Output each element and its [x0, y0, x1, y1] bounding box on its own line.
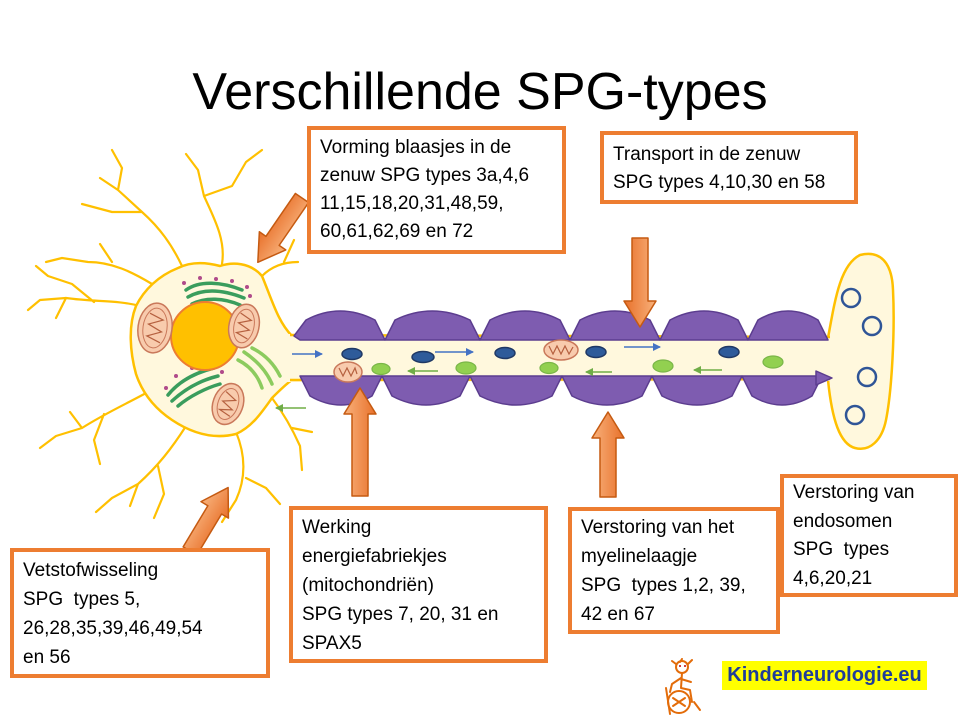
- callout-line: endosomen: [793, 510, 893, 532]
- endosome: [861, 315, 883, 337]
- dendrite: [80, 148, 184, 268]
- anterograde-arrows: [292, 343, 661, 358]
- mitochondrion: [333, 361, 363, 383]
- callout-line: SPG types 4,10,30 en 58: [613, 172, 826, 193]
- myelin-segment: [659, 310, 749, 341]
- endosome: [856, 366, 878, 388]
- blue-vesicle: [585, 345, 607, 359]
- dendrite: [44, 242, 154, 286]
- callout-line: Verstoring van: [793, 482, 915, 503]
- callout-axonal-transport: Transport in de zenuw SPG types 4,10,30 …: [600, 131, 858, 204]
- dendrite: [38, 390, 150, 466]
- callout-line: (mitochondriën): [302, 575, 434, 596]
- myelin-segment: [469, 375, 563, 406]
- pointer-arrow-transport: [623, 237, 657, 328]
- axon-terminal: [826, 252, 895, 451]
- mitochondrion: [137, 302, 173, 354]
- dendrite: [260, 238, 300, 278]
- myelin-segment: [651, 375, 743, 406]
- pointer-arrow-vesicle-formation: [257, 192, 310, 264]
- myelin-tip: [815, 370, 833, 386]
- callout-line: SPG types 7, 20, 31 en: [302, 604, 499, 625]
- callout-line: zenuw SPG types 3a,4,6: [320, 165, 530, 186]
- callout-vesicle-formation: Vorming blaasjes in de zenuw SPG types 3…: [307, 126, 566, 254]
- callout-line: Transport in de zenuw: [613, 144, 801, 165]
- myelin-segment: [381, 375, 471, 406]
- callout-line: 4,6,20,21: [793, 567, 873, 589]
- blue-vesicle: [341, 347, 363, 361]
- myelin-segment: [479, 310, 571, 341]
- callout-line: SPG types 1,2, 39,: [581, 575, 746, 596]
- green-cargo: [371, 355, 784, 376]
- dendrite: [184, 148, 264, 266]
- er-stack-right: [236, 346, 282, 390]
- pointer-arrow-mitochondria: [343, 387, 377, 497]
- myelin-segment: [293, 310, 386, 341]
- site-logo: Kinderneurologie.eu: [722, 661, 927, 690]
- mitochondrion: [227, 303, 261, 349]
- slide-title: Verschillende SPG-types: [192, 63, 768, 121]
- myelin-segment: [384, 310, 481, 341]
- green-particle: [762, 355, 784, 369]
- callout-line: SPG types: [793, 539, 890, 560]
- dendrites: [26, 148, 314, 524]
- callout-line: myelinelaagje: [581, 546, 698, 567]
- dendrite: [220, 430, 282, 524]
- pointer-arrows: [182, 192, 657, 556]
- callout-line: Werking: [302, 517, 372, 538]
- callout-line: energiefabriekjes: [302, 546, 447, 567]
- blue-vesicle: [718, 345, 740, 359]
- child-drawing-icon: [665, 658, 701, 715]
- callout-line: Vorming blaasjes in de: [320, 137, 512, 158]
- callout-line: en 56: [23, 647, 71, 668]
- blue-vesicle: [411, 350, 435, 364]
- blue-cargo: [341, 345, 740, 364]
- mitochondrion: [543, 339, 579, 361]
- dendrite: [94, 424, 188, 520]
- green-particle: [455, 361, 477, 375]
- callout-line: 11,15,18,20,31,48,59,: [320, 193, 504, 214]
- retrograde-arrows: [275, 366, 722, 412]
- dendrite: [26, 264, 142, 320]
- myelin-segment: [741, 375, 823, 406]
- callout-line: SPG types 5,: [23, 589, 141, 610]
- endosome: [844, 404, 866, 426]
- myelin-segment: [561, 375, 653, 406]
- callout-line: SPAX5: [302, 633, 362, 654]
- mitochondrion: [211, 382, 245, 426]
- endosome: [840, 287, 862, 309]
- myelin-segment: [747, 310, 829, 341]
- callout-myelin: Verstoring van het myelinelaagje SPG typ…: [568, 507, 780, 634]
- callout-line: Vetstofwisseling: [23, 560, 159, 581]
- green-particle: [539, 361, 559, 375]
- callout-line: Verstoring van het: [581, 517, 735, 538]
- callout-line: 42 en 67: [581, 604, 655, 625]
- dendrite: [270, 396, 314, 472]
- blue-vesicle: [494, 346, 516, 360]
- green-particle: [371, 362, 391, 376]
- endosomes: [840, 287, 883, 426]
- myelin-sheath-top: [293, 310, 829, 341]
- green-particle: [652, 359, 674, 373]
- callout-lipid-metabolism: Vetstofwisseling SPG types 5, 26,28,35,3…: [10, 548, 270, 678]
- pointer-arrow-myelin: [591, 411, 625, 498]
- callout-line: 60,61,62,69 en 72: [320, 221, 474, 242]
- callout-mitochondria: Werking energiefabriekjes (mitochondriën…: [289, 506, 548, 663]
- myelin-sheath-bottom: [299, 370, 833, 406]
- callout-line: 26,28,35,39,46,49,54: [23, 618, 203, 639]
- callout-endosomes: Verstoring van endosomen SPG types 4,6,2…: [780, 474, 958, 597]
